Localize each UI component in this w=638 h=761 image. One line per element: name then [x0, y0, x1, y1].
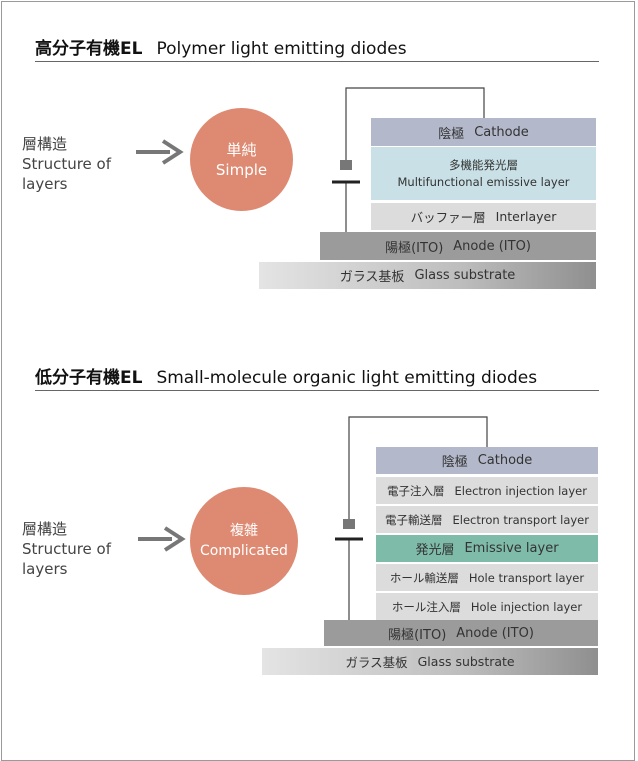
layer-label-en: Glass substrate: [417, 654, 515, 669]
polymer-complexity-circle: 単純 Simple: [190, 108, 293, 211]
layer-label-en: Anode (ITO): [456, 625, 534, 641]
polymer-layer-glass: ガラス基板 Glass substrate: [259, 262, 596, 289]
layer-label-en: Electron transport layer: [452, 512, 589, 527]
structure-label-en-1: Structure of: [22, 540, 112, 558]
layer-label-en: Interlayer: [495, 209, 557, 224]
battery-icon: [332, 160, 360, 184]
circle-label-en: Complicated: [200, 543, 288, 559]
sm-layer-electron-injection: 電子注入層 Electron injection layer: [376, 477, 598, 504]
layer-label-en: Glass substrate: [414, 268, 516, 283]
layer-label-jp: 多機能発光層: [449, 157, 518, 172]
layer-label-jp: 陰極: [438, 126, 465, 142]
sm-layer-emissive: 発光層 Emissive layer: [376, 535, 598, 562]
layer-label-en: Cathode: [474, 124, 529, 140]
layer-label-jp: 発光層: [415, 543, 455, 558]
sm-layer-hole-transport: ホール輸送層 Hole transport layer: [376, 564, 598, 591]
structure-label-jp: 層構造: [22, 135, 68, 153]
structure-label-en-1: Structure of: [22, 155, 112, 173]
structure-label-jp: 層構造: [22, 520, 68, 538]
sm-layer-anode: 陽極(ITO) Anode (ITO): [324, 620, 598, 646]
circle-label-jp: 複雑: [230, 523, 258, 539]
layer-label-jp: 電子注入層: [387, 483, 445, 498]
polymer-title-rule: [35, 61, 599, 62]
polymer-title-en: Polymer light emitting diodes: [156, 39, 407, 59]
layer-label-en: Emissive layer: [464, 541, 559, 556]
layer-label-en: Multifunctional emissive layer: [397, 174, 570, 189]
layer-label-jp: 電子輸送層: [385, 512, 443, 527]
polymer-title-jp: 高分子有機EL: [35, 39, 143, 59]
sm-layer-hole-injection: ホール注入層 Hole injection layer: [376, 593, 598, 620]
sm-layer-cathode: 陰極 Cathode: [376, 447, 598, 474]
layer-label-en: Anode (ITO): [453, 238, 531, 254]
polymer-structure-label: 層構造 Structure of layers: [22, 134, 111, 194]
small-molecule-complexity-circle: 複雑 Complicated: [190, 487, 298, 595]
small-molecule-title-jp: 低分子有機EL: [35, 368, 143, 388]
circle-label-en: Simple: [215, 160, 268, 179]
small-molecule-title-rule: [35, 390, 599, 391]
small-molecule-structure-label: 層構造 Structure of layers: [22, 519, 111, 579]
layer-label-en: Hole transport layer: [468, 570, 585, 585]
layer-label-jp: 陽極(ITO): [388, 627, 447, 643]
layer-label-jp: 陰極: [441, 455, 468, 470]
polymer-layer-anode: 陽極(ITO) Anode (ITO): [320, 232, 596, 260]
layer-label-jp: ホール注入層: [391, 599, 461, 614]
small-molecule-title-en: Small-molecule organic light emitting di…: [156, 368, 538, 388]
layer-label-jp: ガラス基板: [339, 270, 405, 285]
small-molecule-title: 低分子有機EL Small-molecule organic light emit…: [35, 363, 537, 388]
structure-label-en-2: layers: [22, 560, 68, 578]
layer-label-en: Cathode: [477, 453, 533, 468]
polymer-layer-interlayer: バッファー層 Interlayer: [371, 203, 596, 230]
layer-label-jp: ガラス基板: [345, 655, 408, 670]
sm-layer-electron-transport: 電子輸送層 Electron transport layer: [376, 506, 598, 533]
circle-label-jp: 単純: [226, 140, 257, 159]
connector-overlay: [136, 87, 488, 620]
layer-label-jp: ホール輸送層: [389, 570, 459, 585]
polymer-circuit-wire: [345, 87, 485, 160]
small-molecule-circuit-wire: [348, 416, 488, 519]
layer-label-en: Electron injection layer: [454, 483, 587, 498]
structure-label-en-2: layers: [22, 175, 68, 193]
battery-icon: [335, 519, 363, 541]
layer-label-jp: 陽極(ITO): [385, 240, 444, 256]
polymer-layer-cathode: 陰極 Cathode: [371, 118, 596, 146]
arrow-right-icon: [136, 139, 184, 165]
polymer-title: 高分子有機EL Polymer light emitting diodes: [35, 34, 407, 59]
layer-label-en: Hole injection layer: [470, 599, 583, 614]
arrow-right-icon: [138, 526, 186, 552]
layer-label-jp: バッファー層: [410, 210, 486, 225]
sm-layer-glass: ガラス基板 Glass substrate: [262, 648, 598, 675]
polymer-layer-emissive: 多機能発光層 Multifunctional emissive layer: [371, 147, 596, 200]
